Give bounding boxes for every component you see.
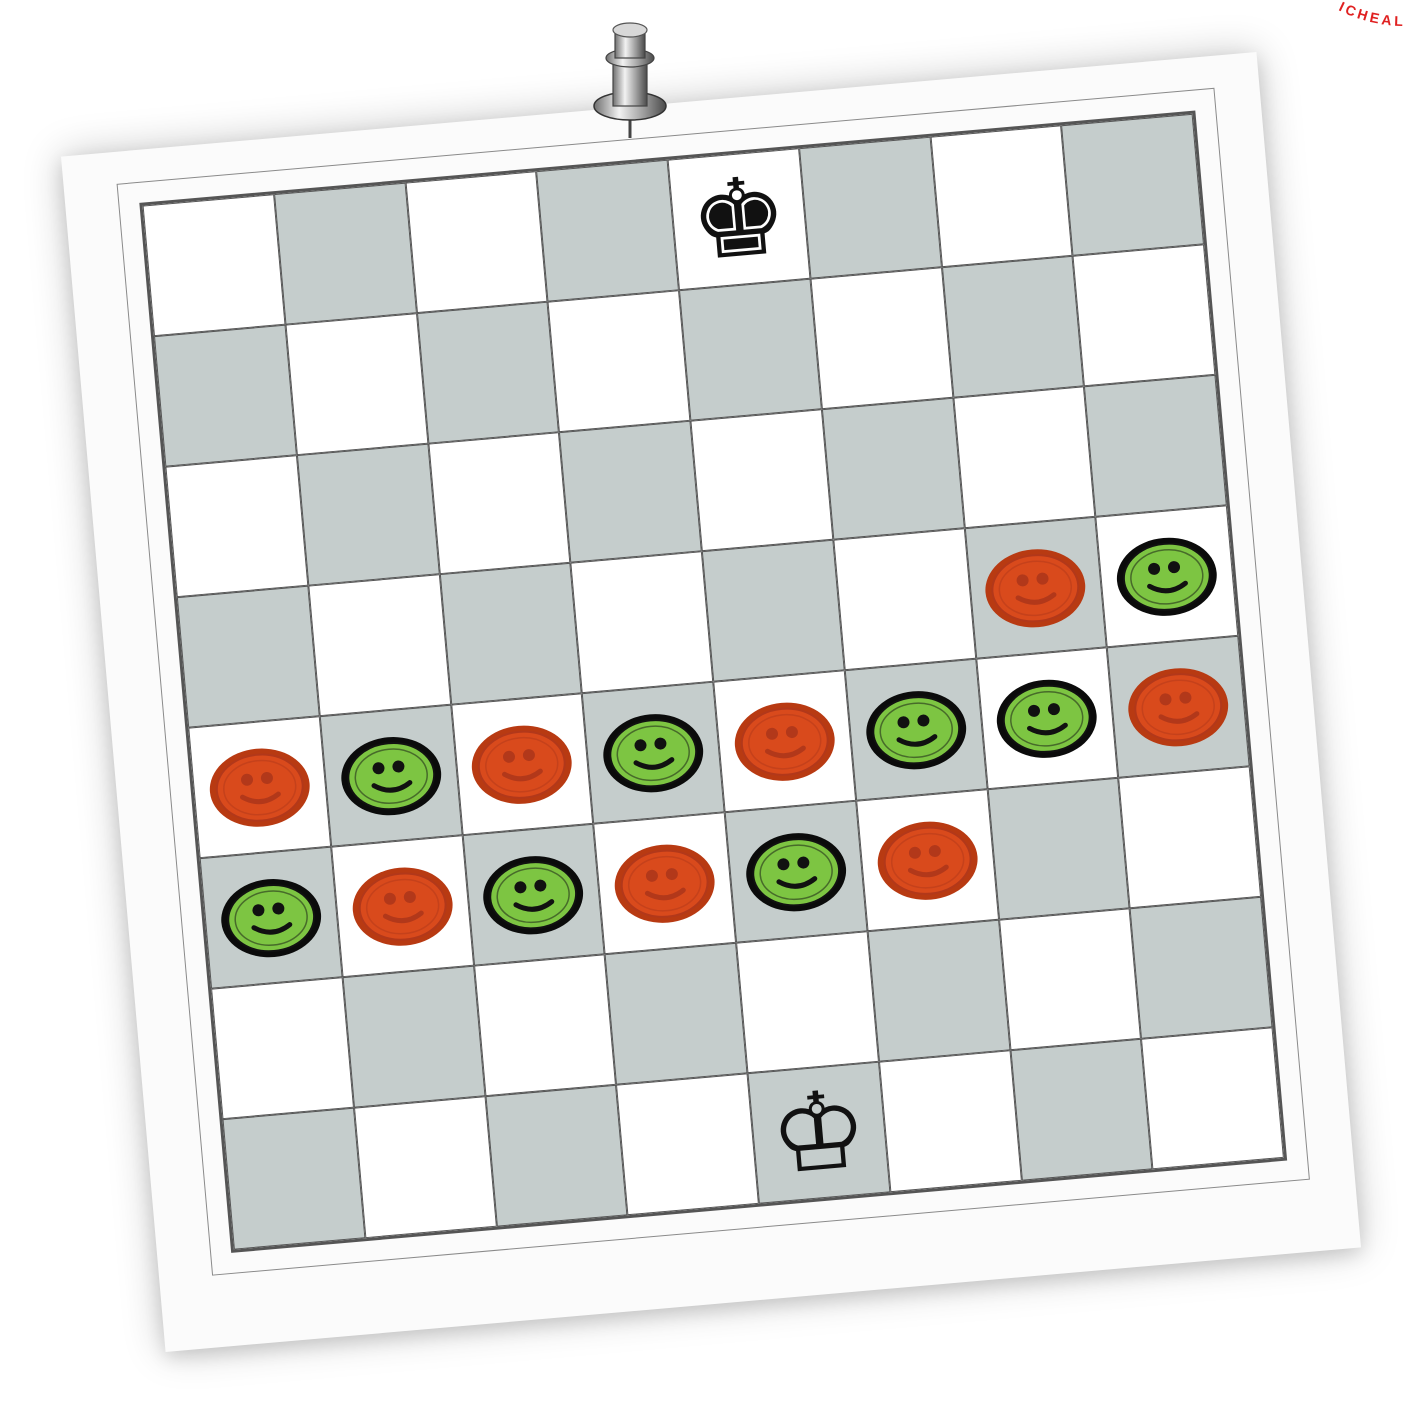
pinned-board-paper: ♚♔	[61, 52, 1361, 1352]
square-d7[interactable]	[548, 290, 691, 432]
square-h2[interactable]	[1130, 897, 1273, 1039]
square-d3[interactable]	[593, 812, 736, 954]
square-e7[interactable]	[679, 279, 822, 421]
square-e1[interactable]: ♔	[747, 1062, 890, 1204]
square-c3[interactable]	[462, 824, 605, 966]
square-a2[interactable]	[211, 977, 354, 1119]
square-h7[interactable]	[1073, 244, 1216, 386]
square-g2[interactable]	[999, 908, 1142, 1050]
square-f8[interactable]	[799, 137, 942, 279]
square-e4[interactable]	[713, 670, 856, 812]
square-d6[interactable]	[559, 421, 702, 563]
square-h1[interactable]	[1141, 1027, 1284, 1169]
square-g8[interactable]	[930, 125, 1073, 267]
square-d8[interactable]	[536, 160, 679, 302]
square-g3[interactable]	[987, 778, 1130, 920]
red-checker-piece[interactable]	[347, 860, 458, 953]
square-d4[interactable]	[582, 682, 725, 824]
square-c1[interactable]	[485, 1085, 628, 1227]
square-f4[interactable]	[844, 659, 987, 801]
square-f5[interactable]	[833, 528, 976, 670]
square-f2[interactable]	[867, 920, 1010, 1062]
green-checker-piece[interactable]	[216, 871, 327, 964]
square-g4[interactable]	[976, 647, 1119, 789]
square-h8[interactable]	[1061, 114, 1204, 256]
square-c5[interactable]	[439, 563, 582, 705]
square-b7[interactable]	[285, 313, 428, 455]
checkers-board[interactable]: ♚♔	[139, 111, 1287, 1253]
square-d1[interactable]	[616, 1073, 759, 1215]
square-h6[interactable]	[1084, 375, 1227, 517]
square-b5[interactable]	[308, 574, 451, 716]
red-checker-piece[interactable]	[467, 718, 578, 811]
square-a6[interactable]	[165, 455, 308, 597]
square-c4[interactable]	[451, 693, 594, 835]
square-e6[interactable]	[690, 409, 833, 551]
square-a1[interactable]	[222, 1108, 365, 1250]
square-a4[interactable]	[188, 716, 331, 858]
green-checker-piece[interactable]	[992, 672, 1103, 765]
square-f1[interactable]	[879, 1050, 1022, 1192]
square-a7[interactable]	[154, 325, 297, 467]
square-b2[interactable]	[342, 966, 485, 1108]
square-b8[interactable]	[274, 183, 417, 325]
green-checker-piece[interactable]	[741, 825, 852, 918]
square-h5[interactable]	[1096, 505, 1239, 647]
square-c8[interactable]	[405, 171, 548, 313]
square-c2[interactable]	[474, 954, 617, 1096]
green-checker-piece[interactable]	[598, 706, 709, 799]
square-b3[interactable]	[331, 835, 474, 977]
square-h3[interactable]	[1118, 766, 1261, 908]
square-d2[interactable]	[605, 943, 748, 1085]
square-e2[interactable]	[736, 931, 879, 1073]
square-e5[interactable]	[702, 540, 845, 682]
square-a8[interactable]	[143, 194, 286, 336]
square-g6[interactable]	[953, 386, 1096, 528]
square-f6[interactable]	[822, 398, 965, 540]
red-checker-piece[interactable]	[204, 741, 315, 834]
square-f3[interactable]	[856, 789, 999, 931]
black-king-icon[interactable]: ♚	[686, 161, 792, 277]
red-checker-piece[interactable]	[872, 814, 983, 907]
red-checker-piece[interactable]	[609, 837, 720, 930]
square-g1[interactable]	[1010, 1039, 1153, 1181]
square-b6[interactable]	[297, 444, 440, 586]
square-g7[interactable]	[941, 256, 1084, 398]
square-g5[interactable]	[964, 517, 1107, 659]
green-checker-piece[interactable]	[335, 729, 446, 822]
svg-text:ICHEAL: ICHEAL	[1337, 0, 1406, 29]
square-a5[interactable]	[177, 586, 320, 728]
square-c7[interactable]	[416, 302, 559, 444]
square-e3[interactable]	[725, 801, 868, 943]
stamp-mark: ICHEAL	[1333, 0, 1423, 40]
square-f7[interactable]	[810, 267, 953, 409]
square-b4[interactable]	[319, 705, 462, 847]
pushpin-icon	[585, 10, 675, 150]
square-b1[interactable]	[354, 1096, 497, 1238]
red-checker-piece[interactable]	[980, 541, 1091, 634]
square-e8[interactable]: ♚	[668, 148, 811, 290]
square-c6[interactable]	[428, 432, 571, 574]
green-checker-piece[interactable]	[860, 683, 971, 776]
green-checker-piece[interactable]	[1111, 530, 1222, 623]
red-checker-piece[interactable]	[729, 695, 840, 788]
green-checker-piece[interactable]	[478, 848, 589, 941]
stamp-text: ICHEAL	[1337, 0, 1406, 29]
white-king-icon[interactable]: ♔	[766, 1075, 872, 1191]
square-d5[interactable]	[571, 551, 714, 693]
red-checker-piece[interactable]	[1123, 660, 1234, 753]
square-h4[interactable]	[1107, 636, 1250, 778]
square-a3[interactable]	[200, 847, 343, 989]
